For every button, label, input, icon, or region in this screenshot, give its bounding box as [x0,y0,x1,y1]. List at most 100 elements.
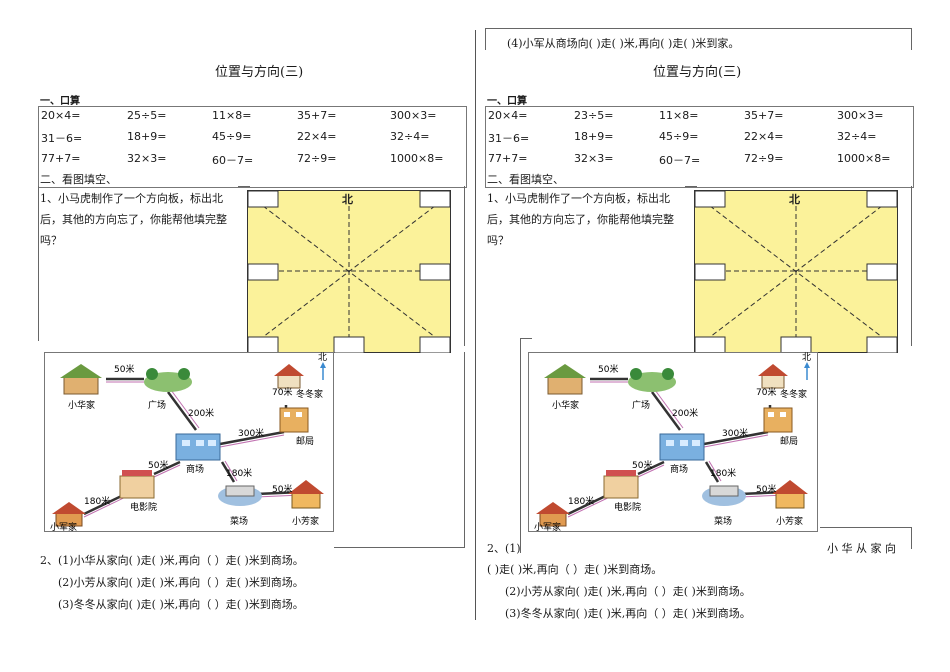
distance-label: 200米 [672,407,698,419]
house-icon [536,502,570,527]
oral-item: 45÷9= [212,130,252,143]
oral-item: 32×3= [574,152,614,165]
house-icon [544,364,586,395]
board-slot-west[interactable] [694,263,726,281]
oral-calc-table: 20×4= 23÷5= 11×8= 35+7= 300×3= 31－6= 18+… [485,106,914,188]
question-1-text: 1、小马虎制作了一个方向板，标出北 后，其他的方向忘了，你能帮他填完整 吗？ [40,188,240,251]
oral-item: 60－7= [659,154,701,167]
board-north-label: 北 [342,192,353,206]
distance-label: 180米 [710,467,736,479]
board-slot-southwest[interactable] [247,336,279,353]
question-1-text: 1、小马虎制作了一个方向板，标出北 后，其他的方向忘了，你能帮他填完整 吗？ [487,188,687,251]
oral-item: 77+7= [488,152,528,165]
oral-item: 300×3= [390,109,437,122]
section-figure-heading: 二、看图填空、 [40,173,117,186]
oral-item: 72÷9= [297,152,337,165]
frame-line [38,186,39,341]
board-slot-northeast[interactable] [419,190,451,208]
board-slot-east[interactable] [419,263,451,281]
mall-icon [659,433,705,461]
oral-calc-table: 20×4= 25÷5= 11×8= 35+7= 300×3= 31－6= 18+… [38,106,467,188]
frame-line [238,186,250,187]
house-icon [52,502,86,527]
oral-item: 18+9= [574,130,614,143]
place-label: 小军家 [50,521,77,532]
frame-line [911,527,912,549]
question-1-line: 后，其他的方向忘了，你能帮他填完整 [487,213,674,226]
board-slot-southwest[interactable] [694,336,726,353]
place-label: 菜场 [714,515,732,527]
post-office-icon [279,407,309,433]
oral-item: 22×4= [744,130,784,143]
direction-board: 北 [247,190,451,353]
distance-label: 50米 [598,363,618,375]
oral-item: 32÷4= [837,130,877,143]
section-figure-heading: 二、看图填空、 [487,173,564,186]
frame-line [485,28,912,29]
question-2-line: (2)小芳从家向( )走( )米,再向（ ）走( )米到商场。 [505,585,751,598]
question-2-line: (2)小芳从家向( )走( )米,再向（ ）走( )米到商场。 [58,576,304,589]
distance-label: 180米 [226,467,252,479]
house-icon [60,364,102,395]
place-label: 广场 [148,399,166,411]
place-label: 商场 [186,463,204,475]
question-1-line: 1、小马虎制作了一个方向板，标出北 [487,192,670,205]
oral-item: 25÷5= [127,109,167,122]
frame-line [685,186,697,187]
distance-label: 50米 [272,483,292,495]
oral-item: 22×4= [297,130,337,143]
question-2-line: ( )走( )米,再向（ ）走( )米到商场。 [487,563,663,576]
frame-line [911,186,912,346]
board-slot-south[interactable] [780,336,812,353]
oral-item: 11×8= [659,109,699,122]
place-label: 邮局 [780,435,798,447]
page-title: 位置与方向(三) [215,65,304,80]
question-2-1-side-text: 小 华 从 家 向 [827,542,896,555]
map-north-label: 北 [318,352,327,363]
park-icon [628,368,676,392]
map-north-label: 北 [802,352,811,363]
board-slot-northeast[interactable] [866,190,898,208]
oral-item: 31－6= [488,132,530,145]
board-slot-east[interactable] [866,263,898,281]
section-oral-heading: 一、口算 [487,96,527,107]
oral-item: 77+7= [41,152,81,165]
section-oral-heading: 一、口算 [40,96,80,107]
house-icon [758,364,788,389]
place-label: 商场 [670,463,688,475]
post-office-icon [763,407,793,433]
board-slot-southeast[interactable] [419,336,451,353]
board-slot-west[interactable] [247,263,279,281]
cinema-icon [603,470,639,499]
oral-item: 31－6= [41,132,83,145]
distance-label: 200米 [188,407,214,419]
market-icon [218,485,262,506]
oral-item: 1000×8= [837,152,891,165]
distance-label: 180米 [568,495,594,507]
oral-item: 20×4= [488,109,528,122]
oral-item: 1000×8= [390,152,444,165]
mall-icon [175,433,221,461]
distance-label: 50米 [756,483,776,495]
question-2-label: 2、(1) [487,542,521,555]
oral-item: 35+7= [744,109,784,122]
distance-label: 50米 [632,459,652,471]
board-slot-northwest[interactable] [694,190,726,208]
place-label: 电影院 [130,501,157,513]
oral-item: 32×3= [127,152,167,165]
question-1-line: 吗？ [487,234,509,247]
oral-item: 45÷9= [659,130,699,143]
board-slot-northwest[interactable] [247,190,279,208]
place-label: 电影院 [614,501,641,513]
park-icon [144,368,192,392]
place-label: 冬冬家 [296,388,323,400]
page-divider [475,30,476,620]
frame-line [520,338,532,339]
frame-line [520,338,521,553]
house-icon [274,364,304,389]
board-slot-south[interactable] [333,336,365,353]
place-label: 小芳家 [292,515,319,527]
frame-line [464,186,465,346]
board-slot-southeast[interactable] [866,336,898,353]
house-icon [772,480,808,509]
